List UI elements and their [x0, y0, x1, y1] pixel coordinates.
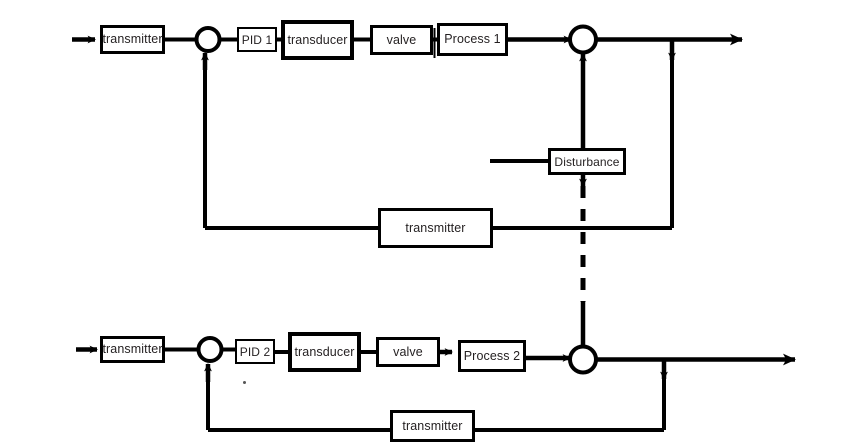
- block-label: PID 1: [241, 32, 273, 47]
- block-pid-2[interactable]: PID 2: [235, 339, 275, 364]
- block-label: valve: [393, 344, 423, 359]
- block-label: transmitter: [405, 220, 466, 235]
- block-label: valve: [386, 32, 417, 47]
- block-transducer-2[interactable]: transducer: [288, 332, 361, 372]
- block-disturbance[interactable]: Disturbance: [548, 148, 626, 175]
- block-process-1[interactable]: Process 1: [437, 23, 508, 56]
- output-summing-node-2: [568, 344, 598, 375]
- block-process-2[interactable]: Process 2: [458, 340, 526, 372]
- wire-feedback-return-1: [201, 52, 378, 230]
- block-valve-2[interactable]: valve: [376, 337, 440, 367]
- block-label: transducer: [294, 344, 355, 359]
- block-transmitter-feedback-1[interactable]: transmitter: [378, 208, 493, 248]
- wire-feedback-return-2: [204, 363, 390, 432]
- block-valve-1[interactable]: valve: [370, 25, 433, 55]
- wire-feedback-tap-2: [475, 359, 668, 432]
- block-pid-1[interactable]: PID 1: [237, 27, 277, 52]
- block-label: transmitter: [402, 418, 463, 433]
- wire-feedback-tap-1: [492, 39, 676, 230]
- block-label: Process 2: [463, 348, 521, 363]
- ink-dot-artifact: [243, 381, 246, 384]
- block-label: PID 2: [239, 344, 271, 359]
- block-label: transmitter: [102, 342, 163, 357]
- block-label: transmitter: [102, 32, 163, 47]
- summing-junction-2: [196, 336, 224, 363]
- block-transmitter-input-1[interactable]: transmitter: [100, 25, 165, 54]
- block-label: transducer: [287, 32, 348, 47]
- summing-junction-1: [194, 26, 222, 53]
- block-transmitter-input-2[interactable]: transmitter: [100, 336, 165, 363]
- output-summing-node-1: [568, 24, 598, 55]
- block-label: Process 1: [444, 32, 501, 47]
- block-transmitter-feedback-2[interactable]: transmitter: [390, 410, 475, 442]
- block-transducer-1[interactable]: transducer: [281, 20, 354, 60]
- block-label: Disturbance: [554, 154, 620, 169]
